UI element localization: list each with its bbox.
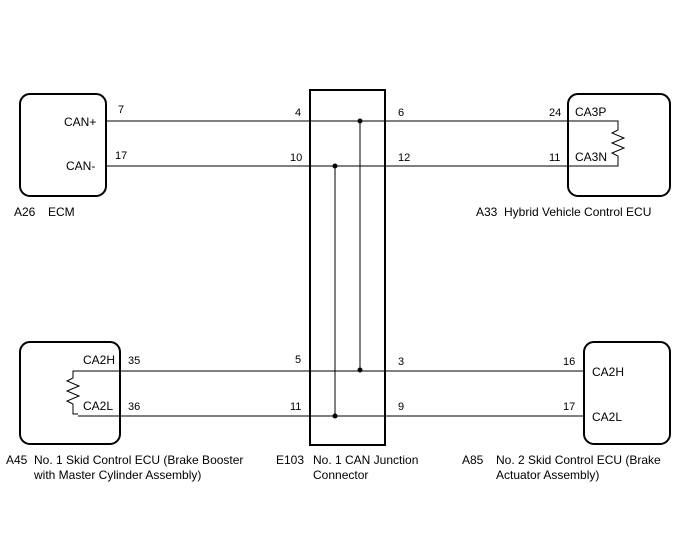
pin-number: 7 (118, 104, 124, 116)
skid1-name-line1: No. 1 Skid Control ECU (Brake Booster (34, 453, 243, 467)
pin-number: 5 (295, 354, 301, 366)
ecm-ref: A26 (14, 205, 36, 219)
pin-number: 35 (128, 355, 140, 367)
pin-number: 10 (290, 152, 302, 164)
pin-number: 11 (290, 401, 301, 413)
skid2-name-line1: No. 2 Skid Control ECU (Brake (496, 453, 661, 467)
pin-number: 36 (128, 401, 140, 413)
pin-number: 4 (295, 107, 301, 119)
pin-number: 3 (398, 356, 404, 368)
junction-node (357, 367, 363, 373)
ecm-name: ECM (48, 205, 75, 219)
skid2-ca2l-label: CA2L (592, 410, 622, 424)
skid1-ca2h-label: CA2H (83, 353, 115, 367)
hv-ecu-ca3p-label: CA3P (575, 105, 606, 119)
skid2-ref: A85 (462, 453, 484, 467)
pin-number: 17 (115, 150, 127, 162)
pin-number: 17 (563, 401, 575, 413)
ecm-can-low-label: CAN- (66, 159, 95, 173)
skid2-box (583, 341, 671, 445)
junction-ref: E103 (276, 453, 304, 467)
skid2-ca2h-label: CA2H (592, 365, 624, 379)
hv-ecu-name: Hybrid Vehicle Control ECU (504, 205, 651, 219)
ecm-box (19, 93, 107, 197)
skid1-ca2l-label: CA2L (83, 399, 113, 413)
junction-name-line1: No. 1 CAN Junction (313, 453, 418, 467)
ecm-can-high-label: CAN+ (64, 115, 96, 129)
hv-ecu-box (567, 93, 671, 197)
junction-connector-box (309, 89, 386, 446)
pin-number: 6 (398, 107, 404, 119)
pin-number: 9 (398, 401, 404, 413)
skid1-ref: A45 (6, 453, 28, 467)
skid1-name-line2: with Master Cylinder Assembly) (33, 468, 201, 482)
hv-ecu-ca3n-label: CA3N (575, 150, 607, 164)
skid2-name-line2: Actuator Assembly) (496, 468, 599, 482)
hv-ecu-resistor-icon (610, 120, 626, 167)
pin-number: 11 (549, 152, 560, 164)
pin-number: 24 (549, 107, 561, 119)
skid1-box (19, 341, 121, 445)
skid1-resistor-icon (65, 370, 81, 415)
junction-name-line2: Connector (313, 468, 368, 482)
pin-number: 12 (398, 152, 410, 164)
pin-number: 16 (563, 356, 575, 368)
hv-ecu-ref: A33 (476, 205, 498, 219)
